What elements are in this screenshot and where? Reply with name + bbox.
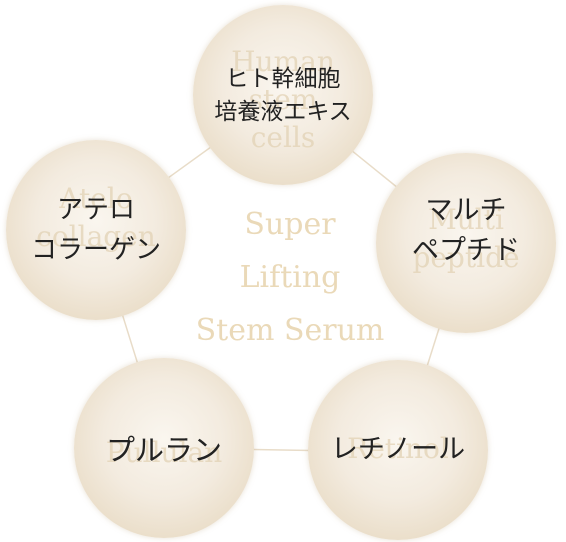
ingredient-label: プルラン xyxy=(105,433,222,467)
ingredient-ghost-text: Retinol xyxy=(347,432,449,465)
ingredient-label: ヒト幹細胞 培養液エキス xyxy=(214,66,352,125)
ingredient-ghost-text: Atelo collagen xyxy=(36,182,156,253)
ingredient-ghost-text: Multi peptide xyxy=(412,203,520,274)
ingredient-circle-human-stem-cells: Human stem cells ヒト幹細胞 培養液エキス xyxy=(193,5,373,185)
ingredient-label: アテロ コラーゲン xyxy=(30,195,161,265)
ingredient-circle-pullulan: Pullulan プルラン xyxy=(74,358,254,538)
ingredient-ghost-text: Pullulan xyxy=(105,436,223,469)
center-line-1: Super xyxy=(244,207,336,242)
ingredient-ghost-text: Human stem cells xyxy=(231,45,335,154)
ingredient-label: マルチ ペプチド xyxy=(412,195,520,266)
ingredient-circle-retinol: Retinol レチノール xyxy=(308,360,488,540)
ingredient-circle-multi-peptide: Multi peptide マルチ ペプチド xyxy=(376,153,556,333)
ingredient-label: レチノール xyxy=(330,434,466,465)
ingredient-circle-atelo-collagen: Atelo collagen アテロ コラーゲン xyxy=(6,140,186,320)
center-title: Super Lifting Stem Serum xyxy=(170,198,410,358)
center-line-3: Stem Serum xyxy=(195,313,385,348)
center-line-2: Lifting xyxy=(239,260,341,295)
